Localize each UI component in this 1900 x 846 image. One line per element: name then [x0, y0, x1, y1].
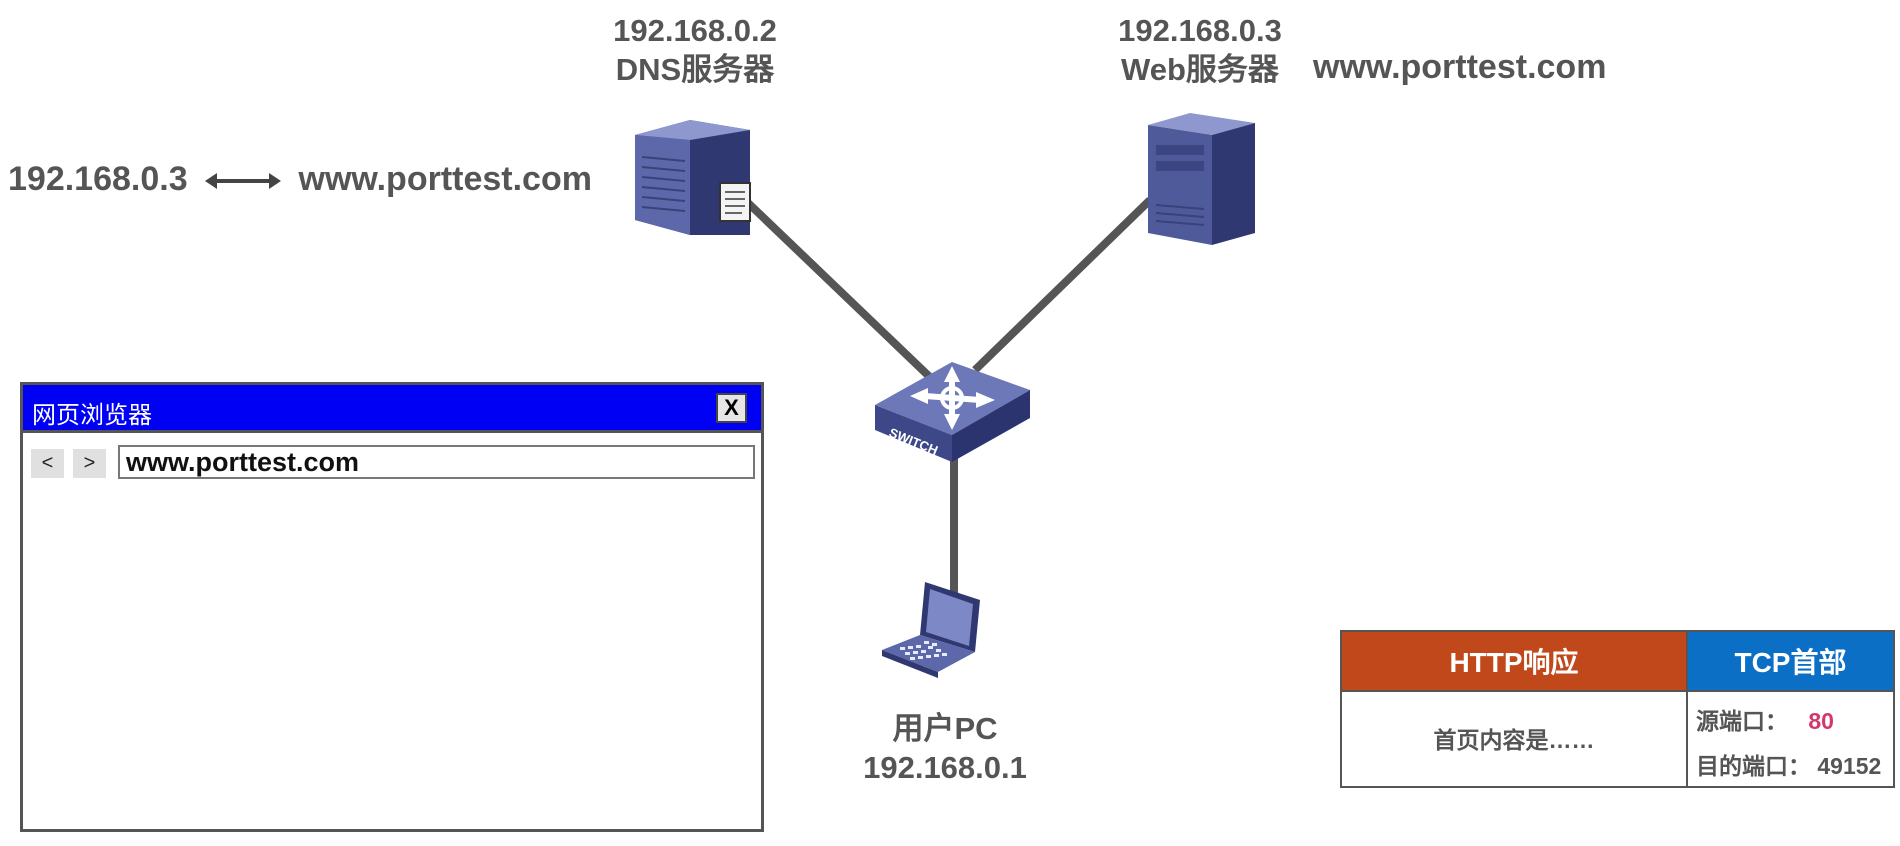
src-port-row: 源端口： 80 — [1696, 702, 1834, 736]
browser-title: 网页浏览器 — [32, 402, 152, 429]
dns-server-ip: 192.168.0.2 — [613, 13, 777, 48]
web-server-domain: www.porttest.com — [1313, 48, 1607, 86]
web-server-label: 192.168.0.3 Web服务器 — [1105, 12, 1295, 90]
http-body-text: 首页内容是…… — [1433, 727, 1595, 753]
dns-server-label: 192.168.0.2 DNS服务器 — [590, 12, 800, 90]
http-body: 首页内容是…… — [1340, 690, 1688, 788]
dns-server-name: DNS服务器 — [615, 51, 775, 87]
dst-port-row: 目的端口： 49152 — [1696, 747, 1881, 781]
link-dns-switch — [742, 197, 938, 385]
browser-window: 网页浏览器 X < > www.porttest.com — [20, 382, 764, 832]
user-pc-name: 用户PC — [892, 711, 998, 746]
switch-icon[interactable]: SWITCH — [870, 350, 1035, 465]
dns-record: 192.168.0.3 www.porttest.com — [8, 160, 592, 199]
src-port-value: 80 — [1808, 708, 1834, 734]
double-arrow-icon — [205, 173, 282, 190]
dst-port-value: 49152 — [1817, 753, 1882, 779]
dns-server-icon[interactable] — [630, 95, 765, 240]
dst-port-label: 目的端口： — [1696, 753, 1811, 779]
tcp-ports: 源端口： 80 目的端口： 49152 — [1686, 690, 1895, 788]
web-server-name: Web服务器 — [1121, 51, 1279, 87]
browser-titlebar: 网页浏览器 X — [23, 385, 761, 433]
forward-button[interactable]: > — [73, 449, 106, 478]
web-server-ip: 192.168.0.3 — [1118, 13, 1282, 48]
src-port-label: 源端口： — [1696, 708, 1788, 734]
user-pc-label: 用户PC 192.168.0.1 — [845, 710, 1045, 788]
http-response-header: HTTP响应 — [1340, 630, 1688, 692]
close-button[interactable]: X — [716, 393, 747, 423]
back-button[interactable]: < — [31, 449, 64, 478]
address-bar[interactable]: www.porttest.com — [118, 445, 755, 479]
packet-diagram: HTTP响应 TCP首部 首页内容是…… 源端口： 80 目的端口： 49152 — [1340, 630, 1895, 788]
laptop-icon[interactable] — [880, 580, 985, 680]
dns-record-ip: 192.168.0.3 — [8, 160, 188, 198]
web-server-icon[interactable] — [1140, 95, 1260, 250]
tcp-header-title: TCP首部 — [1686, 630, 1895, 692]
user-pc-ip: 192.168.0.1 — [863, 749, 1027, 785]
dns-record-domain: www.porttest.com — [298, 160, 592, 198]
link-web-switch — [972, 197, 1153, 373]
